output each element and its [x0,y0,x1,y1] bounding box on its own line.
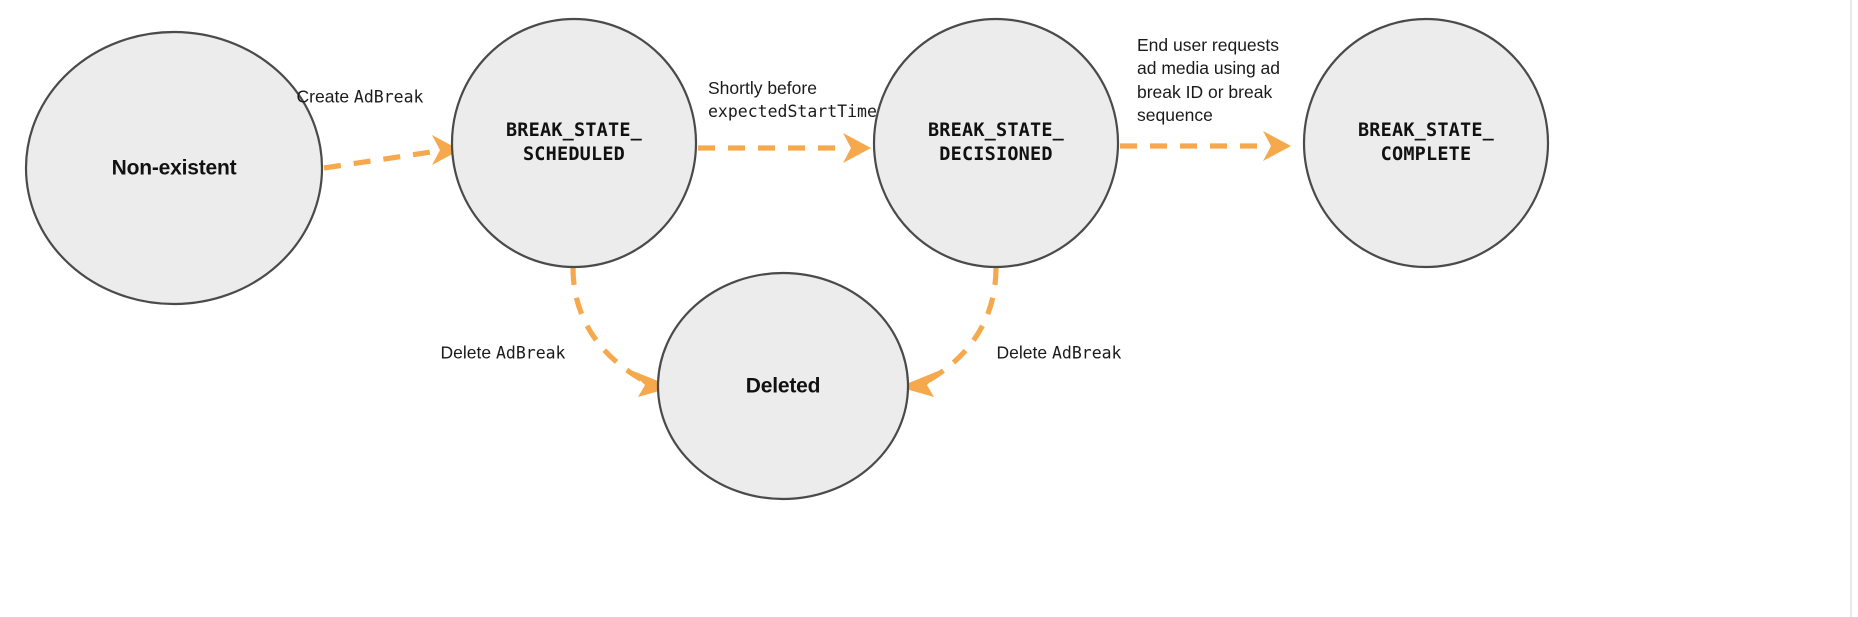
state-node-non-existent[interactable] [24,30,324,306]
edge-line [323,148,439,171]
state-node-break-state-scheduled[interactable] [450,17,698,269]
edge-end-user-requests [1120,131,1291,161]
edge-delete-from-decisioned [899,267,999,397]
arrowhead-icon [843,133,871,163]
state-node-deleted[interactable] [656,271,910,501]
edge-line [570,267,650,386]
edge-create-adbreak [323,135,460,171]
edge-shortly-before [698,133,871,163]
state-node-break-state-decisioned[interactable] [872,17,1120,269]
arrowhead-icon [432,135,460,165]
state-node-break-state-complete[interactable] [1302,17,1550,269]
edge-line [922,267,999,386]
arrowhead-icon [1263,131,1291,161]
arrowhead-icon [899,369,943,397]
